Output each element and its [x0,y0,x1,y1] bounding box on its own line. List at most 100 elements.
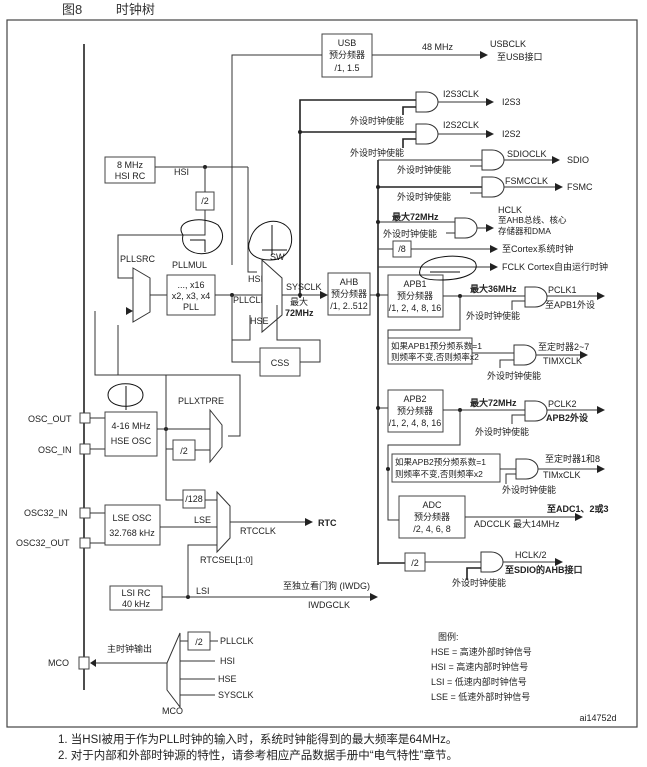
apb1-cond-block [387,337,473,365]
sdio-enable-label: 外设时钟使能 [397,164,451,175]
timxclk1-label: TIMXCLK [543,356,582,366]
osc32-out-pin [79,537,91,549]
hclk-dest-line1: 至AHB总线、核心 [498,215,567,225]
ahb-ratio-label: /1, 2..512 [330,301,368,311]
doc-id-label: ai14752d [579,713,616,723]
scribble-annotation [107,383,144,410]
i2s2-label: I2S2 [502,129,521,139]
pclk2-arrow-icon [597,406,605,414]
scribble-annotation [180,219,223,255]
hclk-arrow-icon [486,224,494,232]
osc-in-label: OSC_IN [38,445,72,455]
diagram-frame [6,19,638,728]
osc-out-pin [79,412,91,424]
hclk2-and-gate [480,551,504,573]
hclk2-enable-label: 外设时钟使能 [452,577,506,588]
osc32-in-pin [79,507,91,519]
tim27-and-gate [513,344,537,366]
pllclk-label: PLLCLK [233,295,267,305]
pllsrc-input-line [94,311,118,376]
junction-dot [376,406,380,410]
hclk-max-label: 最大72MHz [392,211,439,222]
apb2-label: APB2 [403,394,426,404]
apb2-cond-line1: 如果APB2预分频系数=1 [395,457,486,467]
mco-output-label: 主时钟输出 [107,643,152,654]
usb-sub-label: 预分频器 [329,49,365,60]
junction-dot [386,467,390,471]
pclk2-label: PCLK2 [548,399,577,409]
usbclk-label: USBCLK [490,39,526,49]
i2s-bus-line [299,99,416,298]
sdio-arrow-icon [552,156,560,164]
div8-label: /8 [398,244,406,254]
sdioclk-label: SDIOCLK [507,149,547,159]
max-label-1: 最大 [290,296,308,307]
hclk-dest-line2: 存储器和DMA [498,226,551,236]
legend-item: LSE = 低速外部时钟信号 [431,691,530,702]
hclk-and-gate [454,217,478,239]
iwdg-arrow-icon [370,593,378,601]
sysclk-label: SYSCLK [286,282,322,292]
legend-title: 图例: [438,631,459,642]
adc-dest-label: 至ADC1、2或3 [547,503,609,514]
sw-hse-label: HSE [250,316,269,326]
lse-osc-freq: 32.768 kHz [109,528,155,538]
pll-label: PLL [183,302,199,312]
css-block [259,347,301,377]
tim27-enable-label: 外设时钟使能 [487,370,541,381]
fsmc-enable-label: 外设时钟使能 [397,191,451,202]
hclk-enable-label: 外设时钟使能 [383,228,437,239]
pll-mul-high: ..., x16 [177,280,204,290]
lsi-rc-name: LSI RC [121,588,151,598]
apb1-prescaler-block [387,274,444,318]
i2s2-and-gate [415,123,439,145]
i2s3-and-gate [415,91,439,113]
i2s3-arrow-icon [486,98,494,106]
figure-number: 图8 [62,2,83,17]
pclk1-and-gate [524,286,548,308]
i2s3clk-label: I2S3CLK [443,89,479,99]
ahb-sub-label: 预分频器 [331,288,367,299]
apb1-dest-label: 至APB1外设 [545,299,595,310]
lsi-to-rtc-line [187,544,217,597]
div128-block [182,489,206,509]
rtc-label: RTC [318,518,337,528]
hsi-to-sw-line [247,167,257,273]
tim18-and-gate [515,458,539,480]
i2s2-enable-line [402,138,416,148]
mco-pllclk-label: PLLCLK [220,636,254,646]
fsmc-and-gate [481,176,505,198]
lsi-rc-freq: 40 kHz [122,599,151,609]
pclk1-arrow-icon [597,292,605,300]
sysclk-arrow-icon [320,291,328,299]
legend-item: HSI = 高速内部时钟信号 [431,661,528,672]
apb1-label: APB1 [403,279,426,289]
tim18-enable-line [505,473,516,484]
iwdgclk-label: IWDGCLK [308,600,350,610]
rtc-arrow-icon [305,518,313,526]
junction-dot [376,220,380,224]
lse-label: LSE [194,515,211,525]
mco-mux [166,632,181,709]
max-label-2: 72MHz [285,308,314,318]
hse-osc-freq: 4-16 MHz [111,421,151,431]
tim18-enable-label: 外设时钟使能 [502,484,556,495]
hsi-rc-freq: 8 MHz [117,160,144,170]
pllmul-label: PLLMUL [172,260,207,270]
fsmc-arrow-icon [555,183,563,191]
mco-pin [78,656,90,670]
cortex-sys-arrow-icon [490,245,498,253]
i2s3-enable-label: 外设时钟使能 [350,115,404,126]
usb-arrow-icon [480,51,488,59]
mco-hsi-label: HSI [220,656,235,666]
junction-dot [376,185,380,189]
adc-label: ADC [422,500,442,510]
osc-in-pin [79,443,91,455]
hclk2-enable-line [466,567,481,580]
pllsrc-mux [132,267,151,323]
iwdg-dest-label: 至独立看门狗 (IWDG) [283,580,370,591]
rtcsel-mux [216,490,231,554]
usb-freq-label: 48 MHz [422,42,454,52]
adcclk-label: ADCCLK 最大14MHz [474,518,560,529]
apb2-dest-label: APB2外设 [546,412,589,423]
